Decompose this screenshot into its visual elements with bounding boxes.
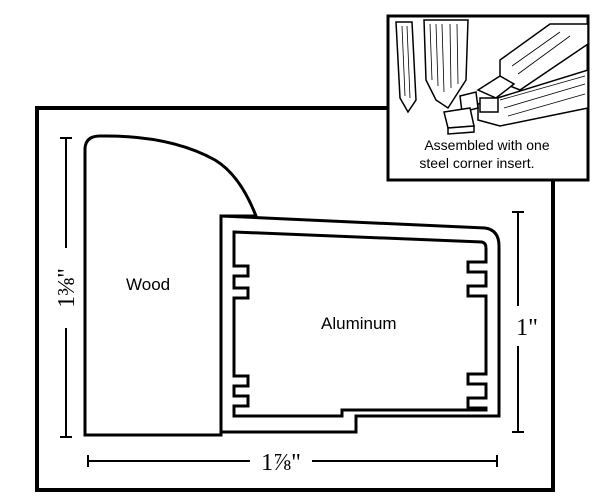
inset-corner-insert: Assembled with one steel corner insert.: [386, 14, 590, 182]
height-aluminum-label: 1": [516, 315, 538, 341]
aluminum-inner-channel: [232, 230, 488, 418]
wood-label: Wood: [126, 275, 170, 294]
inset-caption-line1: Assembled with one: [424, 137, 550, 153]
width-total-label: 1⅞": [261, 450, 301, 476]
corner-insert-illustration: [395, 19, 589, 135]
height-total-dimension: 1⅜": [54, 137, 80, 438]
aluminum-label: Aluminum: [321, 314, 397, 333]
height-total-label: 1⅜": [54, 268, 80, 308]
width-total-dimension: 1⅞": [87, 450, 498, 476]
inset-caption-line2: steel corner insert.: [419, 155, 534, 171]
height-aluminum-dimension: 1": [512, 211, 538, 433]
wood-profile: [83, 134, 259, 437]
